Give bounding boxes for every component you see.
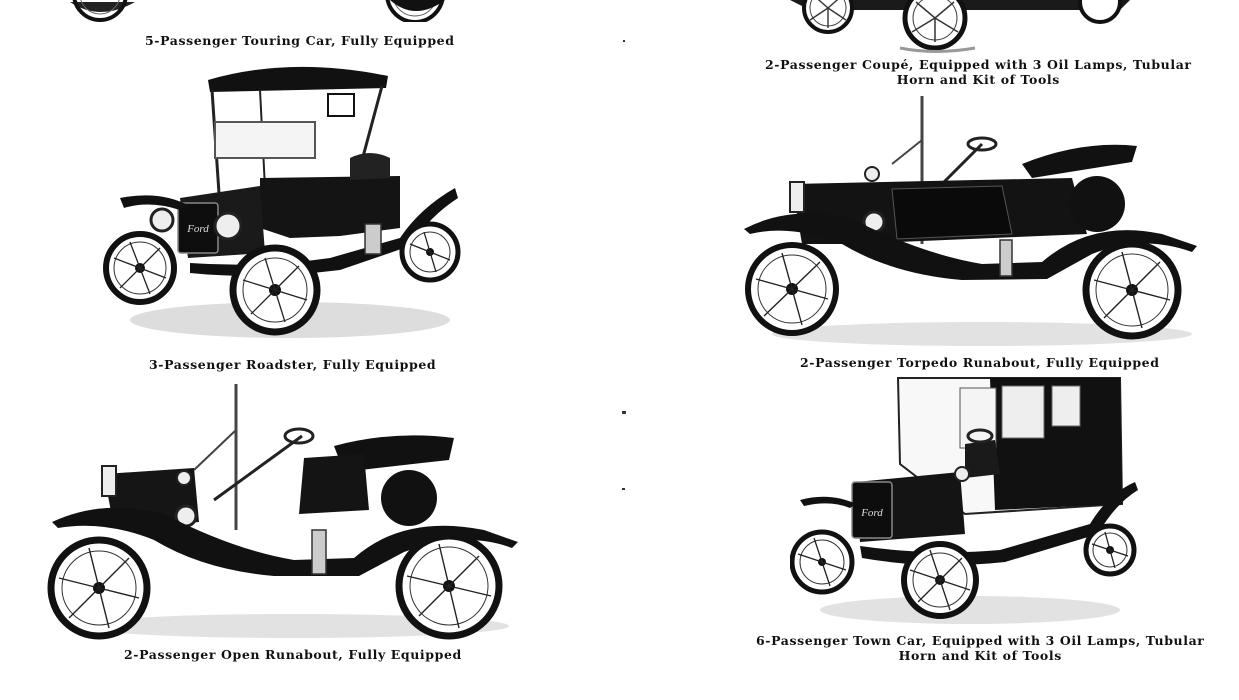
torpedo-runabout-illustration <box>744 96 1197 346</box>
svg-text:Ford: Ford <box>860 507 883 519</box>
svg-text:Ford: Ford <box>186 223 209 235</box>
town-car-caption: 6-Passenger Town Car, Equipped with 3 Oi… <box>756 633 1205 663</box>
scan-speck <box>622 488 625 490</box>
coupe-caption: 2-Passenger Coupé, Equipped with 3 Oil L… <box>765 57 1192 87</box>
roadster-illustration: Ford <box>103 66 461 338</box>
roadster-caption: 3-Passenger Roadster, Fully Equipped <box>149 357 437 372</box>
coupe-illustration <box>790 0 1130 53</box>
torpedo-runabout-caption: 2-Passenger Torpedo Runabout, Fully Equi… <box>800 355 1160 370</box>
touring-car-caption: 5-Passenger Touring Car, Fully Equipped <box>145 33 455 48</box>
town-car-illustration: Ford <box>790 377 1138 624</box>
scan-speck <box>623 40 625 42</box>
open-runabout-caption: 2-Passenger Open Runabout, Fully Equippe… <box>124 647 462 662</box>
scan-speck <box>622 411 626 414</box>
open-runabout-illustration <box>47 384 518 640</box>
touring-car-illustration <box>70 0 445 22</box>
